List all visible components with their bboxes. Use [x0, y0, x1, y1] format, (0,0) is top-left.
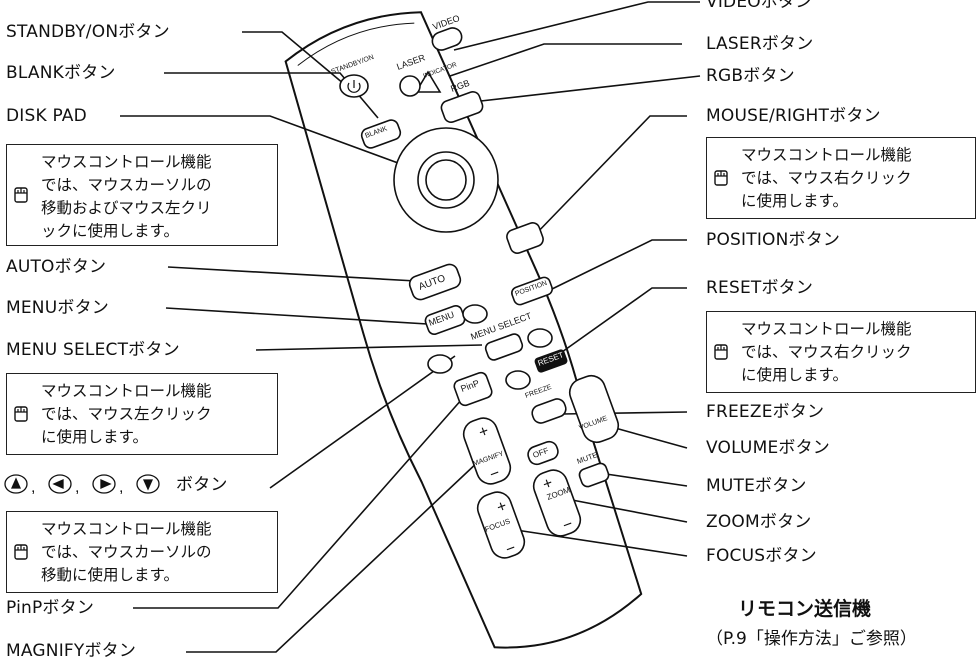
mouse-icon: [14, 187, 28, 203]
volume-button-shape: [568, 374, 620, 444]
freeze-button-shape: [531, 398, 567, 424]
note-arrows-line1: マウスコントロール機能: [41, 520, 212, 538]
note-reset: マウスコントロール機能 では、マウス右クリック に使用します。: [706, 311, 976, 393]
off-button-shape: [527, 440, 559, 466]
note-menu-select-line2: では、マウス左クリック: [41, 405, 212, 423]
svg-text:,: ,: [75, 479, 79, 496]
note-menu-select-line1: マウスコントロール機能: [41, 382, 212, 400]
label-laser: LASERボタン: [706, 34, 814, 54]
remote-text-rgb: RGB: [449, 78, 471, 94]
label-reset: RESETボタン: [706, 278, 814, 298]
mouse-right-button-shape: [506, 222, 544, 254]
remote-buttons: [339, 27, 620, 559]
label-menu: MENUボタン: [6, 298, 109, 318]
label-blank: BLANKボタン: [6, 63, 116, 83]
mouse-icon: [714, 344, 728, 360]
label-magnify: MAGNIFYボタン: [6, 641, 137, 661]
note-disk-pad-line2: では、マウスカーソルの: [41, 176, 212, 194]
note-arrows-line3: 移動に使用します。: [41, 566, 179, 584]
leader-lines: [120, 1, 701, 653]
menu-select-button-shape: [484, 333, 524, 361]
label-rgb: RGBボタン: [706, 66, 795, 86]
mouse-icon: [714, 170, 728, 186]
label-mouse-right: MOUSE/RIGHTボタン: [706, 106, 881, 126]
note-arrows-line2: では、マウスカーソルの: [41, 543, 212, 561]
svg-text:,: ,: [119, 479, 123, 496]
disk-pad-center: [425, 159, 467, 201]
note-mouse-right-line1: マウスコントロール機能: [741, 146, 912, 164]
note-menu-select: マウスコントロール機能 では、マウス左クリック に使用します。: [6, 373, 278, 455]
label-standby: STANDBY/ONボタン: [6, 22, 170, 42]
note-arrows: マウスコントロール機能 では、マウスカーソルの 移動に使用します。: [6, 511, 278, 593]
zoom-button-shape: [532, 469, 582, 537]
label-arrow-buttons: ボタン: [176, 475, 228, 495]
laser-button-shape: [399, 75, 421, 97]
note-mouse-right-line3: に使用します。: [741, 192, 848, 210]
blank-button-shape: [360, 119, 402, 149]
label-video: VIDEOボタン: [706, 0, 813, 12]
label-auto: AUTOボタン: [6, 257, 107, 277]
position-button-shape: [511, 276, 553, 306]
label-volume: VOLUMEボタン: [706, 438, 830, 458]
label-mute: MUTEボタン: [706, 476, 807, 496]
rgb-button-shape: [440, 90, 484, 124]
note-disk-pad-line4: ックに使用します。: [41, 222, 179, 240]
laser-triangle-shape: [414, 70, 442, 93]
label-position: POSITIONボタン: [706, 230, 841, 250]
note-disk-pad: マウスコントロール機能 では、マウスカーソルの 移動およびマウス左クリ ックに使…: [6, 144, 278, 246]
reset-label-shape: [534, 349, 568, 373]
label-menu-select: MENU SELECTボタン: [6, 340, 180, 360]
left-button-shape: [427, 354, 453, 374]
focus-button-shape: [476, 491, 526, 559]
video-button-shape: [431, 27, 463, 51]
mouse-icon: [14, 406, 28, 422]
mouse-icon: [14, 544, 28, 560]
caption-title: リモコン送信機: [738, 598, 872, 620]
magnify-button-shape: [462, 417, 512, 485]
auto-button-shape: [408, 263, 462, 301]
note-reset-line3: に使用します。: [741, 366, 848, 384]
right-button-shape: [527, 328, 553, 348]
pinp-button-shape: [453, 371, 493, 407]
label-focus: FOCUSボタン: [706, 546, 817, 566]
note-menu-select-line3: に使用します。: [41, 428, 148, 446]
note-disk-pad-line3: 移動およびマウス左クリ: [41, 199, 212, 217]
label-freeze: FREEZEボタン: [706, 402, 825, 422]
note-mouse-right-line2: では、マウス右クリック: [741, 169, 912, 187]
label-pinp: PinPボタン: [6, 598, 95, 618]
mute-button-shape: [578, 462, 610, 488]
caption-reference: （P.9「操作方法」ご参照）: [706, 629, 917, 649]
arrow-buttons-legend: [4, 474, 160, 494]
note-reset-line1: マウスコントロール機能: [741, 320, 912, 338]
note-reset-line2: では、マウス右クリック: [741, 343, 912, 361]
note-mouse-right: マウスコントロール機能 では、マウス右クリック に使用します。: [706, 137, 976, 219]
svg-text:,: ,: [31, 479, 35, 496]
label-zoom: ZOOMボタン: [706, 512, 812, 532]
up-button-shape: [462, 304, 488, 324]
label-disk-pad: DISK PAD: [6, 106, 87, 126]
note-disk-pad-line1: マウスコントロール機能: [41, 153, 212, 171]
down-button-shape: [505, 370, 531, 390]
